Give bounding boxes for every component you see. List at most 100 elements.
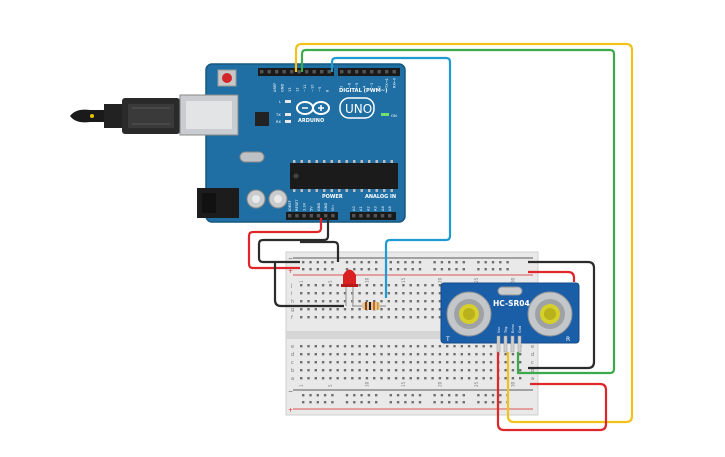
breadboard-hole[interactable] [418, 401, 422, 404]
breadboard-hole[interactable] [416, 353, 420, 356]
breadboard-hole[interactable] [314, 377, 317, 380]
breadboard-hole[interactable] [491, 401, 495, 404]
breadboard-hole[interactable] [351, 345, 354, 348]
header-hole[interactable] [385, 70, 389, 74]
breadboard-hole[interactable] [329, 345, 332, 348]
breadboard-hole[interactable] [314, 300, 317, 303]
breadboard-hole[interactable] [446, 353, 449, 356]
breadboard-hole[interactable] [389, 261, 392, 264]
breadboard-hole[interactable] [416, 292, 420, 295]
breadboard-hole[interactable] [375, 268, 378, 271]
header-hole[interactable] [316, 214, 321, 218]
header-hole[interactable] [392, 70, 396, 74]
breadboard-hole[interactable] [336, 369, 339, 372]
header-hole[interactable] [297, 70, 301, 74]
breadboard-hole[interactable] [343, 308, 347, 311]
breadboard-hole[interactable] [491, 268, 495, 271]
breadboard-hole[interactable] [351, 369, 354, 372]
breadboard-hole[interactable] [438, 292, 442, 295]
sensor-pin[interactable] [517, 335, 522, 353]
breadboard-hole[interactable] [460, 369, 463, 372]
breadboard-hole[interactable] [489, 345, 493, 348]
breadboard-hole[interactable] [343, 377, 347, 380]
breadboard-hole[interactable] [504, 353, 507, 356]
breadboard-hole[interactable] [402, 353, 405, 356]
breadboard-hole[interactable] [329, 308, 332, 311]
breadboard-hole[interactable] [402, 284, 405, 287]
breadboard-hole[interactable] [300, 361, 303, 364]
breadboard-hole[interactable] [477, 401, 480, 404]
breadboard-hole[interactable] [431, 369, 434, 372]
breadboard-hole[interactable] [409, 308, 412, 311]
breadboard-hole[interactable] [416, 369, 420, 372]
header-hole[interactable] [282, 70, 286, 74]
header-hole[interactable] [380, 214, 385, 218]
header-hole[interactable] [340, 70, 344, 74]
breadboard-hole[interactable] [314, 284, 317, 287]
breadboard-hole[interactable] [438, 284, 442, 287]
wire-blue[interactable] [330, 56, 452, 298]
sensor-pin[interactable] [510, 335, 515, 353]
breadboard-hole[interactable] [307, 284, 310, 287]
breadboard-hole[interactable] [387, 316, 390, 319]
breadboard-hole[interactable] [345, 401, 349, 404]
breadboard-hole[interactable] [302, 394, 305, 397]
breadboard-hole[interactable] [416, 300, 420, 303]
header-hole[interactable] [373, 214, 377, 218]
breadboard-hole[interactable] [499, 394, 502, 397]
breadboard-hole[interactable] [424, 377, 427, 380]
header-hole[interactable] [366, 214, 370, 218]
breadboard-hole[interactable] [307, 377, 310, 380]
breadboard-hole[interactable] [351, 361, 354, 364]
breadboard-hole[interactable] [424, 284, 427, 287]
breadboard-hole[interactable] [387, 345, 390, 348]
breadboard-hole[interactable] [440, 401, 444, 404]
breadboard-hole[interactable] [387, 300, 390, 303]
breadboard-hole[interactable] [380, 345, 383, 348]
breadboard-hole[interactable] [446, 345, 449, 348]
breadboard-hole[interactable] [300, 308, 303, 311]
breadboard-hole[interactable] [467, 353, 471, 356]
breadboard-hole[interactable] [351, 377, 354, 380]
breadboard-hole[interactable] [484, 268, 487, 271]
breadboard-hole[interactable] [431, 292, 434, 295]
header-hole[interactable] [290, 70, 294, 74]
breadboard-hole[interactable] [418, 261, 422, 264]
breadboard-hole[interactable] [460, 353, 463, 356]
breadboard-hole[interactable] [329, 300, 332, 303]
breadboard-hole[interactable] [314, 345, 317, 348]
breadboard-hole[interactable] [300, 284, 303, 287]
breadboard-hole[interactable] [433, 401, 436, 404]
breadboard-hole[interactable] [331, 268, 334, 271]
breadboard-hole[interactable] [460, 361, 463, 364]
breadboard-hole[interactable] [409, 353, 412, 356]
breadboard-hole[interactable] [394, 377, 398, 380]
breadboard-hole[interactable] [329, 316, 332, 319]
breadboard-hole[interactable] [482, 361, 485, 364]
breadboard-hole[interactable] [353, 394, 356, 397]
breadboard-hole[interactable] [360, 401, 363, 404]
breadboard-hole[interactable] [499, 268, 502, 271]
breadboard-hole[interactable] [343, 345, 347, 348]
breadboard-hole[interactable] [343, 369, 347, 372]
breadboard-hole[interactable] [475, 345, 478, 348]
breadboard-hole[interactable] [302, 401, 305, 404]
breadboard-hole[interactable] [387, 377, 390, 380]
breadboard-hole[interactable] [351, 353, 354, 356]
breadboard-hole[interactable] [424, 308, 427, 311]
breadboard-hole[interactable] [314, 353, 317, 356]
breadboard-hole[interactable] [446, 369, 449, 372]
breadboard-hole[interactable] [380, 369, 383, 372]
breadboard-hole[interactable] [499, 261, 502, 264]
breadboard-hole[interactable] [455, 268, 458, 271]
sensor-pin[interactable] [503, 335, 508, 353]
breadboard-hole[interactable] [448, 261, 451, 264]
breadboard-hole[interactable] [321, 377, 325, 380]
breadboard-hole[interactable] [424, 353, 427, 356]
breadboard-hole[interactable] [424, 369, 427, 372]
breadboard-hole[interactable] [365, 353, 369, 356]
breadboard-hole[interactable] [358, 369, 361, 372]
breadboard-hole[interactable] [394, 292, 398, 295]
breadboard-hole[interactable] [431, 284, 434, 287]
breadboard-hole[interactable] [389, 401, 392, 404]
